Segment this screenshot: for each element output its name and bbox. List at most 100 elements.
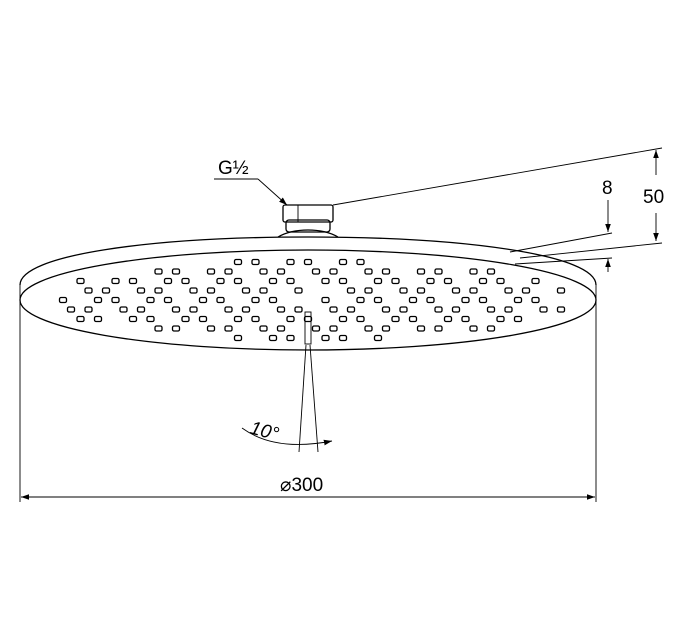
nozzle xyxy=(504,287,513,294)
nozzle xyxy=(513,315,523,323)
nozzle xyxy=(486,268,496,275)
height-dimension: 50 xyxy=(332,147,664,259)
rim-dimension: 8 xyxy=(509,178,613,272)
nozzle xyxy=(224,306,233,313)
shower-body xyxy=(19,236,597,351)
nozzle xyxy=(338,277,348,285)
nozzle xyxy=(286,258,295,266)
nozzle xyxy=(224,325,233,332)
nozzle xyxy=(329,325,338,332)
nozzle xyxy=(311,268,321,275)
nozzle xyxy=(241,287,251,294)
nozzle xyxy=(434,268,443,275)
nozzle xyxy=(311,325,321,332)
nozzle xyxy=(259,268,268,275)
nozzle xyxy=(521,287,531,294)
nozzle xyxy=(93,315,103,323)
nozzle xyxy=(556,306,566,313)
nozzle xyxy=(469,325,478,332)
nozzle xyxy=(364,325,373,332)
nozzle xyxy=(294,287,303,294)
nozzle xyxy=(329,268,338,275)
nozzle xyxy=(478,296,488,304)
nozzle xyxy=(111,296,120,304)
center-nozzles xyxy=(304,311,312,345)
nozzle xyxy=(268,334,278,342)
nozzle xyxy=(356,296,365,304)
nozzle xyxy=(451,287,461,294)
nozzle xyxy=(426,296,435,304)
nozzle xyxy=(338,334,348,342)
thread-callout: G½ xyxy=(214,158,288,206)
outer-rim xyxy=(19,236,597,286)
nozzle xyxy=(189,287,198,294)
nozzle xyxy=(381,268,391,275)
nozzle xyxy=(391,277,400,285)
nozzle xyxy=(171,306,181,313)
angle-label: 10° xyxy=(248,418,282,446)
nozzle xyxy=(198,315,208,323)
nozzle xyxy=(408,315,418,323)
nozzle xyxy=(276,306,286,313)
nozzle xyxy=(531,277,540,285)
nozzle xyxy=(391,315,400,323)
nozzle xyxy=(101,287,111,294)
nozzle xyxy=(286,277,295,285)
nozzle xyxy=(294,306,303,313)
nozzle xyxy=(321,334,330,342)
nozzle xyxy=(206,325,216,332)
nozzle xyxy=(346,287,356,294)
nozzle xyxy=(286,315,295,323)
nozzle xyxy=(189,306,198,313)
nozzle xyxy=(84,306,93,313)
nozzle xyxy=(58,296,68,304)
nozzle xyxy=(198,296,208,304)
thread-label: G½ xyxy=(218,158,249,179)
nozzle xyxy=(76,277,85,285)
nozzle xyxy=(216,296,225,304)
nozzle xyxy=(154,287,163,294)
height-label: 50 xyxy=(643,187,664,208)
nozzle xyxy=(181,277,190,285)
nozzle xyxy=(268,277,278,285)
nozzle xyxy=(163,296,173,304)
nozzle xyxy=(233,277,243,285)
nozzle xyxy=(154,268,163,275)
nozzle xyxy=(206,287,216,294)
nozzle xyxy=(486,325,496,332)
nozzle xyxy=(136,306,146,313)
nozzle xyxy=(233,258,243,266)
nozzle xyxy=(171,325,181,332)
nozzle xyxy=(268,296,278,304)
nozzle xyxy=(338,258,348,266)
nozzle xyxy=(346,306,356,313)
nozzle xyxy=(416,325,426,332)
diameter-label: ⌀300 xyxy=(280,475,323,496)
nozzle xyxy=(556,287,566,294)
spray-angle: 10° xyxy=(241,311,333,453)
nozzle xyxy=(216,277,225,285)
nozzle xyxy=(206,268,216,275)
nozzle xyxy=(443,277,453,285)
nozzle xyxy=(373,277,383,285)
nozzle xyxy=(356,258,365,266)
nozzle xyxy=(171,268,181,275)
nozzle xyxy=(531,296,540,304)
nozzle xyxy=(241,306,251,313)
nozzle xyxy=(486,306,496,313)
nozzle xyxy=(276,325,286,332)
nozzle xyxy=(381,325,391,332)
nozzle xyxy=(128,315,138,323)
nozzle xyxy=(286,334,295,342)
nozzle xyxy=(399,287,408,294)
nozzle xyxy=(119,306,128,313)
nozzle xyxy=(66,306,76,313)
nozzle xyxy=(303,315,313,323)
nozzle xyxy=(93,296,103,304)
nozzle xyxy=(451,306,461,313)
nozzle xyxy=(163,277,173,285)
nozzle xyxy=(233,334,243,342)
nozzle xyxy=(364,268,373,275)
nozzle xyxy=(136,287,146,294)
